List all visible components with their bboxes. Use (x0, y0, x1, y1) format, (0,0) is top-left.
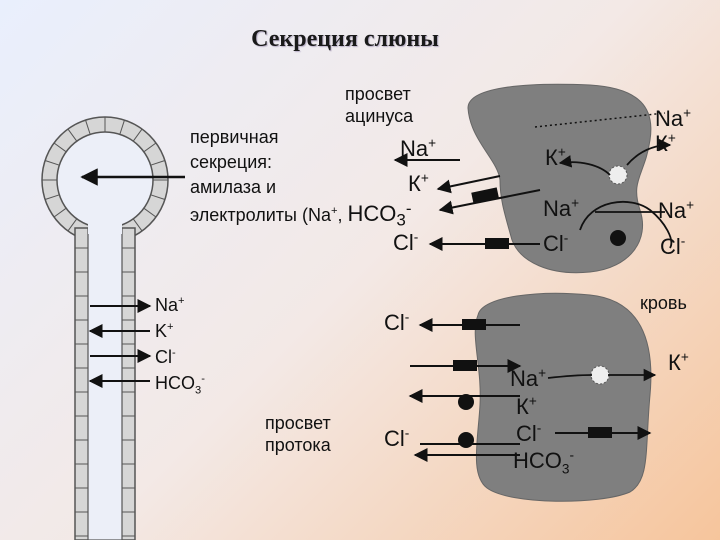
acinus-lumen-leader (534, 112, 666, 128)
blood-k-label-top: К+ (655, 130, 676, 156)
cell-k-label: К+ (545, 144, 566, 170)
lumen-na-label: Na+ (400, 135, 437, 161)
nkcc-carrier (610, 230, 626, 246)
channel-hco3-block (471, 187, 499, 204)
blood-na-label-top: Na+ (655, 105, 692, 131)
duct-blood-k-label: К+ (668, 349, 689, 375)
duct-lumen-cl-upper: Cl- (384, 309, 410, 335)
lumen-k-label: К+ (408, 170, 429, 196)
blood-na-label: Na+ (658, 197, 695, 223)
duct-na-k-pump (590, 365, 610, 385)
duct-cell-na-label: Na+ (510, 365, 547, 391)
blood-cl-label: Cl- (660, 233, 686, 259)
duct-cl-label: Cl- (155, 347, 176, 367)
acinus-ring (41, 116, 169, 244)
duct-k-carrier (458, 394, 474, 410)
duct-cell (474, 292, 652, 502)
blood-label: кровь (640, 293, 687, 313)
primary-secretion-line2: секреция: (190, 152, 273, 172)
duct-lumen-label: просвет протока (265, 413, 331, 455)
duct-na-label: Na+ (155, 295, 185, 315)
duct-cell-k-label: К+ (516, 393, 537, 419)
duct-basal-channel (588, 427, 612, 438)
duct-pump-na-arrow (547, 374, 593, 379)
na-k-pump (608, 165, 628, 185)
pump-na-out-arrow (626, 138, 672, 166)
page-title: Секреция слюны (251, 26, 439, 52)
primary-secretion-line3: амилаза и (190, 177, 277, 197)
primary-secretion-line4: электролиты (Na+, HCO3- (190, 199, 412, 230)
acinus-lumen-label: просвет ацинуса (345, 84, 414, 126)
duct-cell-hco3-label: HCO3- (513, 447, 575, 477)
duct-exchanger (458, 432, 474, 448)
cell-na-label: Na+ (543, 195, 580, 221)
pump-k-in-arrow (558, 155, 611, 176)
channel-cl-block (485, 238, 509, 249)
channel-k-line (436, 175, 501, 194)
duct-cl-channel (462, 319, 486, 330)
acinar-cell (467, 83, 652, 274)
duct-na-channel (453, 360, 477, 371)
cotransport-arc (579, 201, 673, 249)
cell-cl-label: Cl- (543, 230, 569, 256)
duct-k-label: K+ (155, 321, 174, 341)
duct-lumen-cl-lower: Cl- (384, 425, 410, 451)
primary-secretion-line1: первичная (190, 127, 279, 147)
duct-hco3-label: HCO3- (155, 373, 205, 397)
lumen-cl-label: Cl- (393, 229, 419, 255)
duct-cell-cl-label: Cl- (516, 420, 542, 446)
